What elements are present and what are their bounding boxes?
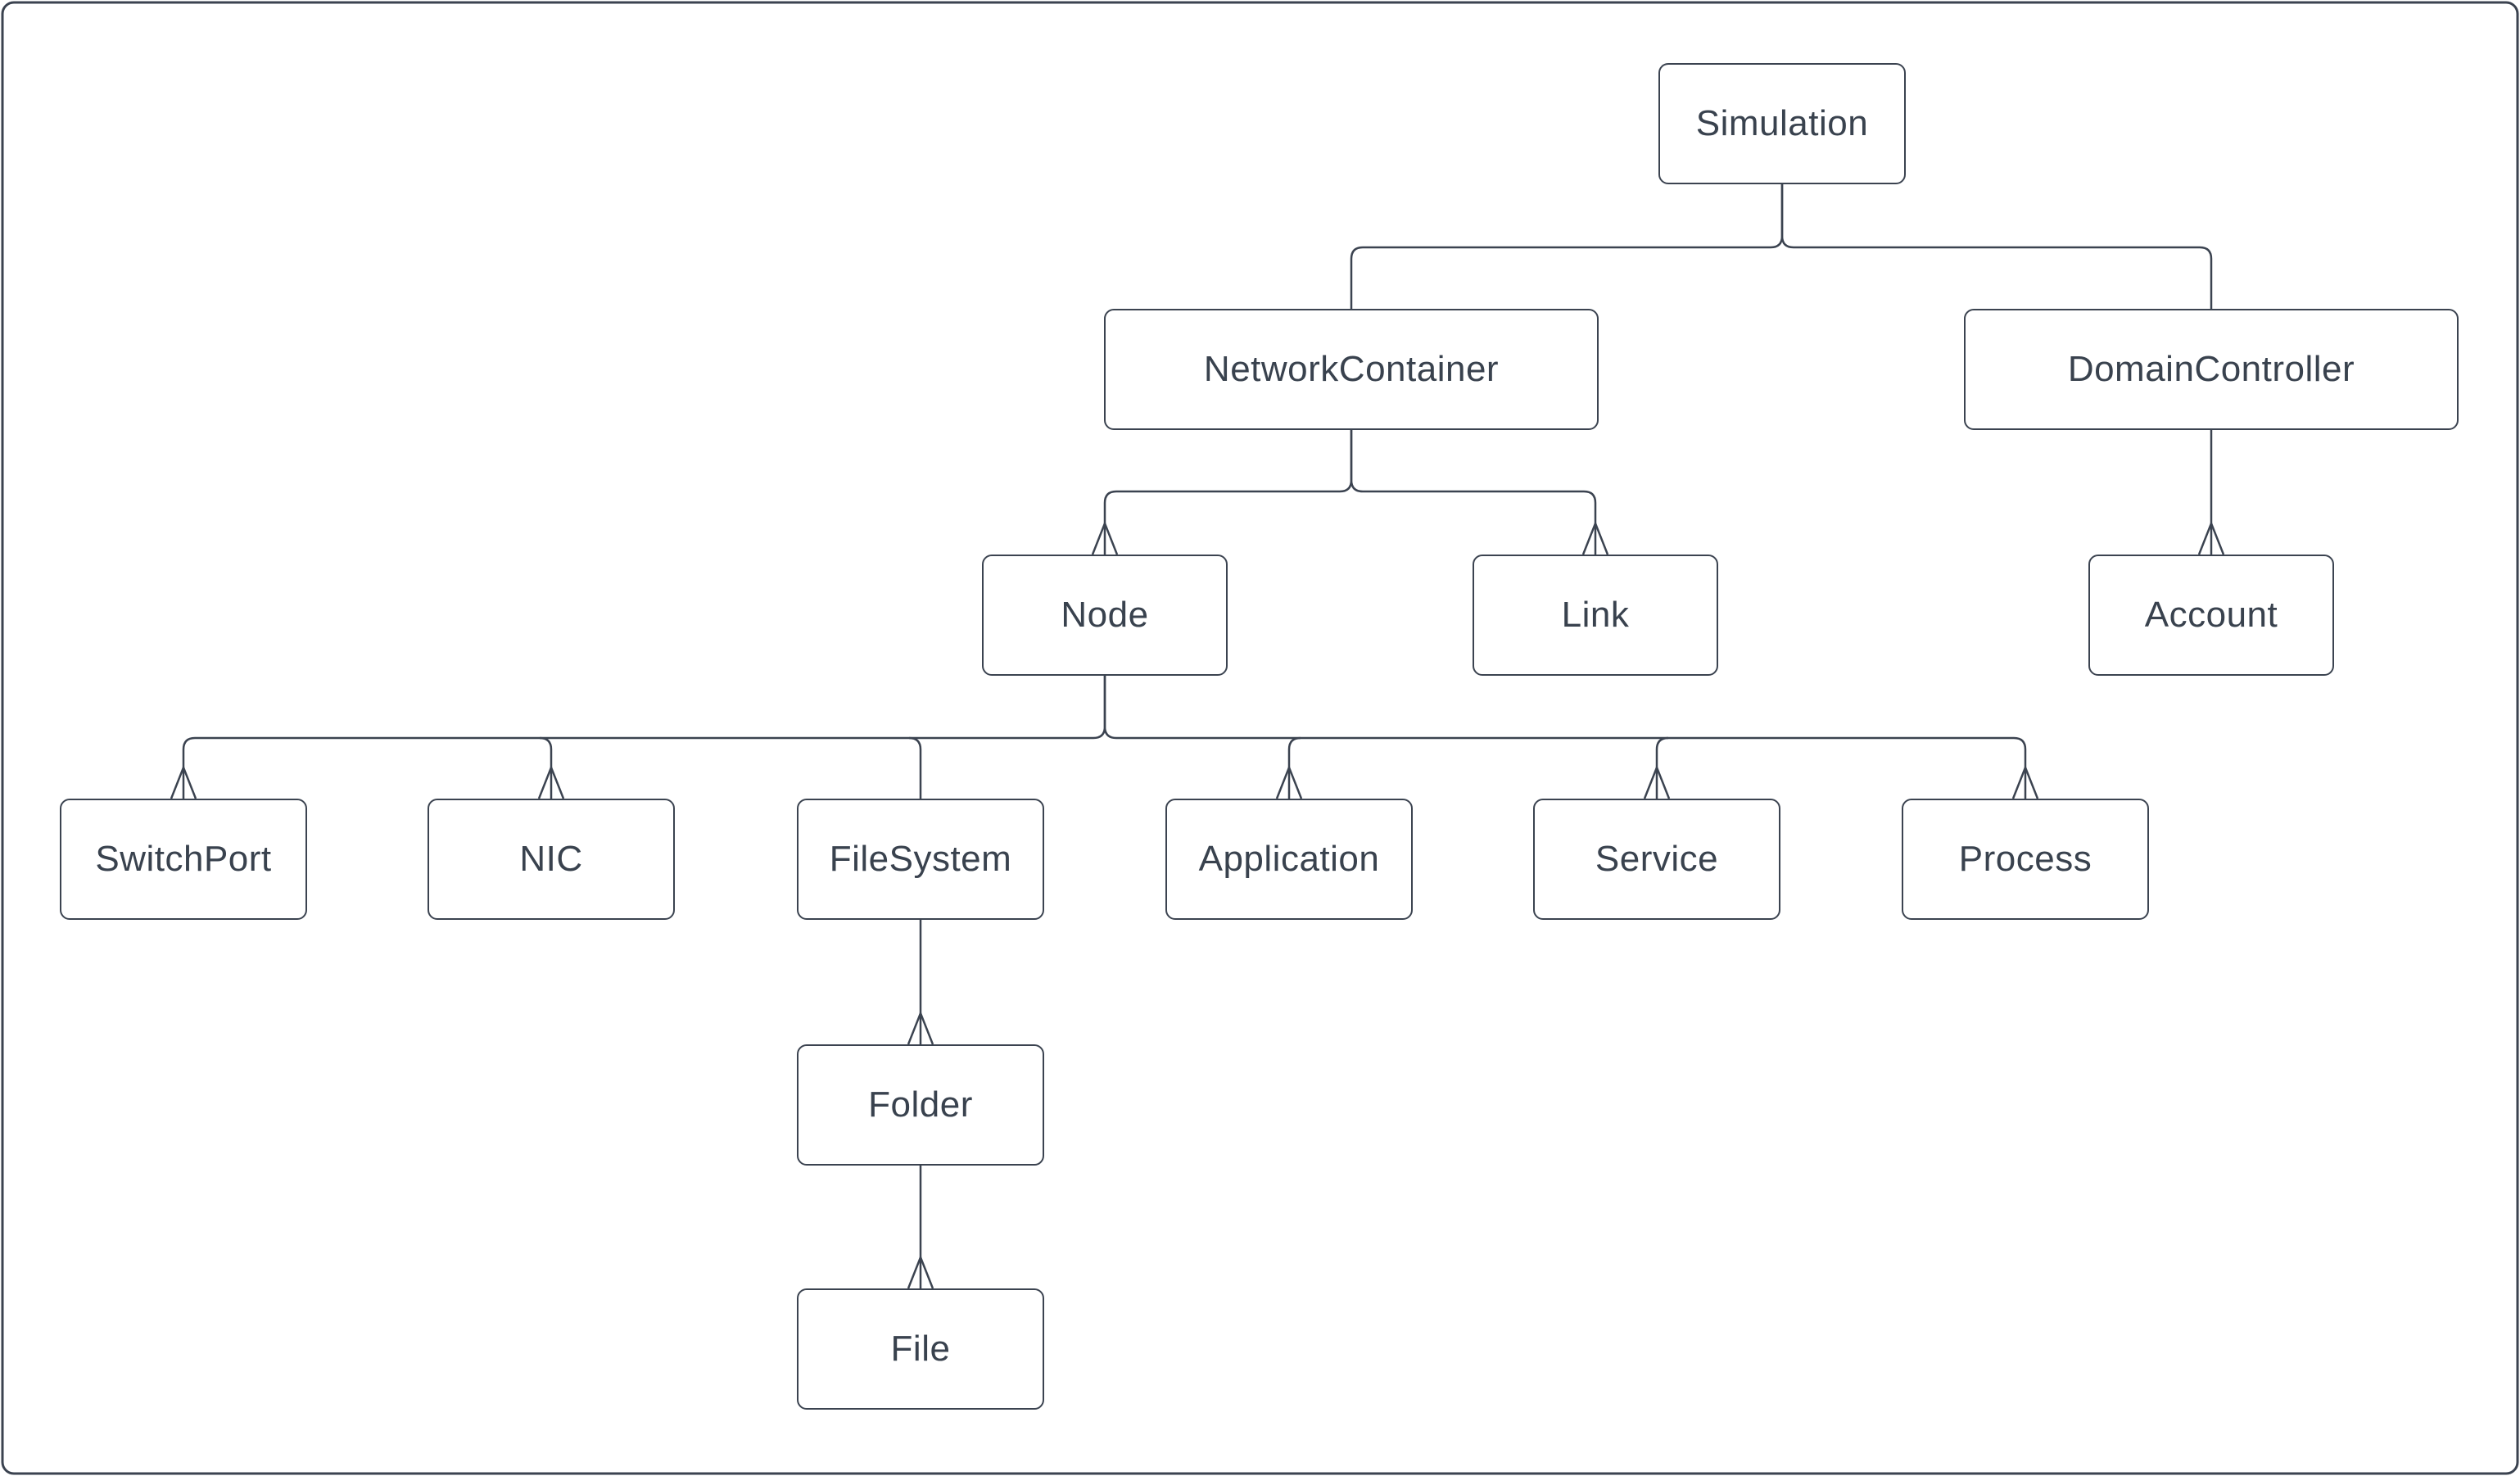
node-box-simulation[interactable]: Simulation: [1658, 63, 1906, 184]
node-label-account: Account: [2144, 595, 2278, 635]
edge-networkcontainer-node: [1103, 430, 1353, 555]
edge-networkcontainer-link: [1350, 430, 1597, 555]
node-label-simulation: Simulation: [1695, 103, 1869, 143]
edge-node-service: [1655, 736, 1669, 799]
node-box-account[interactable]: Account: [2088, 555, 2334, 676]
node-label-filesystem: FileSystem: [829, 839, 1012, 879]
arrowheads: [170, 520, 2225, 1289]
arrowhead-switchport-icon: [170, 764, 197, 799]
node-box-domaincontroller[interactable]: DomainController: [1964, 309, 2459, 430]
node-label-file: File: [890, 1329, 951, 1369]
node-label-domaincontroller: DomainController: [2067, 349, 2355, 389]
arrowhead-application-icon: [1275, 764, 1303, 799]
node-box-folder[interactable]: Folder: [797, 1044, 1044, 1166]
arrowhead-node-icon: [1091, 520, 1119, 555]
node-label-folder: Folder: [868, 1084, 973, 1125]
node-label-process: Process: [1958, 839, 2092, 879]
arrowhead-folder-icon: [907, 1010, 934, 1045]
edge-simulation-networkcontainer: [1350, 184, 1784, 309]
node-box-networkcontainer[interactable]: NetworkContainer: [1104, 309, 1599, 430]
edge-node-nic: [539, 736, 553, 799]
node-label-networkcontainer: NetworkContainer: [1203, 349, 1500, 389]
node-label-application: Application: [1198, 839, 1380, 879]
arrowhead-service-icon: [1643, 764, 1671, 799]
node-label-node: Node: [1061, 595, 1149, 635]
node-label-switchport: SwitchPort: [95, 839, 272, 879]
node-box-file[interactable]: File: [797, 1288, 1044, 1410]
node-label-nic: NIC: [519, 839, 583, 879]
node-label-link: Link: [1561, 595, 1630, 635]
arrowhead-nic-icon: [537, 764, 565, 799]
arrowhead-file-icon: [907, 1254, 934, 1289]
edge-node-application: [1287, 736, 1301, 799]
node-box-switchport[interactable]: SwitchPort: [60, 799, 307, 920]
node-box-link[interactable]: Link: [1473, 555, 1718, 676]
edge-node-switchport: [182, 676, 1106, 799]
node-box-filesystem[interactable]: FileSystem: [797, 799, 1044, 920]
edge-node-process: [1103, 676, 2027, 799]
node-box-application[interactable]: Application: [1165, 799, 1413, 920]
node-label-service: Service: [1595, 839, 1719, 879]
node-box-nic[interactable]: NIC: [428, 799, 675, 920]
edge-simulation-domaincontroller: [1780, 184, 2213, 309]
node-box-node[interactable]: Node: [982, 555, 1228, 676]
edge-node-filesystem: [908, 736, 922, 799]
node-box-process[interactable]: Process: [1902, 799, 2149, 920]
node-box-service[interactable]: Service: [1533, 799, 1780, 920]
arrowhead-process-icon: [2011, 764, 2039, 799]
arrowhead-account-icon: [2197, 520, 2225, 555]
arrowhead-link-icon: [1581, 520, 1609, 555]
